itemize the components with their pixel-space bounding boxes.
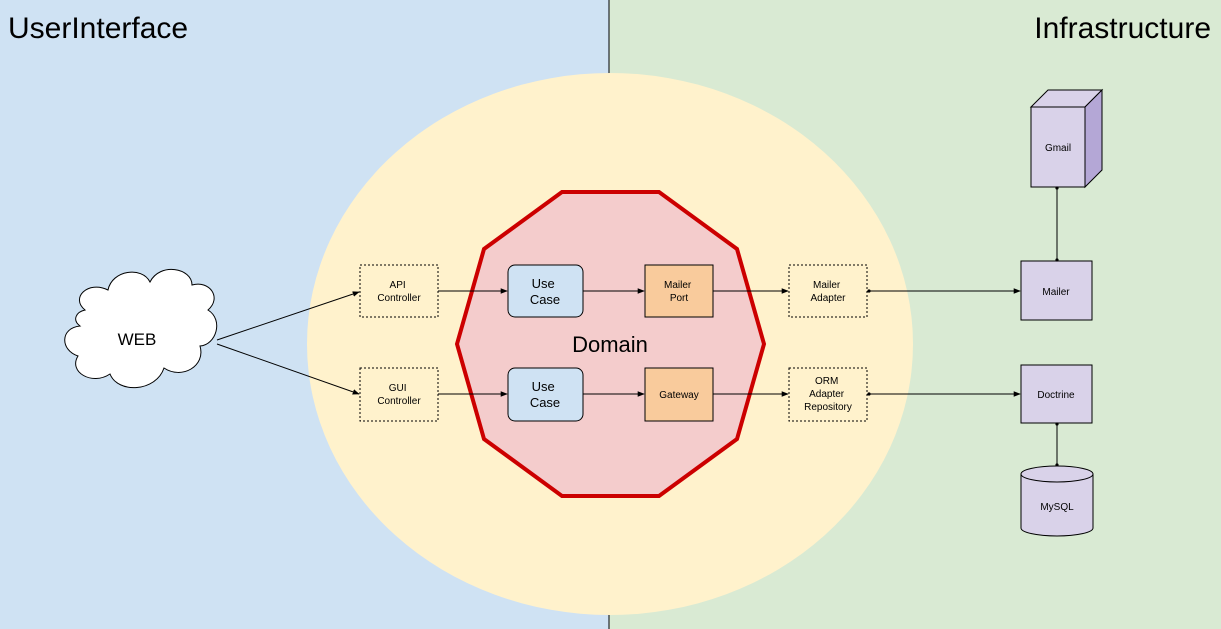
api-controller-line1: API — [390, 280, 406, 291]
gui-controller-line1: GUI — [389, 383, 407, 394]
gui-controller-node: GUI Controller — [359, 367, 439, 422]
gateway-node: Gateway — [644, 367, 714, 422]
use-case-bottom-line2: Case — [530, 395, 560, 410]
use-case-bottom-node: Use Case — [507, 367, 584, 422]
mysql-node: MySQL — [1020, 465, 1094, 537]
mysql-label: MySQL — [1040, 502, 1074, 513]
svg-text:API Controller: API Controller — [377, 280, 421, 304]
orm-adapter-line3: Repository — [804, 402, 852, 413]
gmail-label: Gmail — [1045, 143, 1071, 154]
edge-web-api — [216, 291, 360, 341]
svg-text:ORM Adapter Reposi: ORM Adapter Repository — [804, 376, 852, 413]
use-case-top-line1: Use — [532, 276, 555, 291]
orm-adapter-line2: Adapter — [809, 389, 845, 400]
svg-text:Mailer Adapter: Mailer Adapter — [810, 280, 846, 304]
doctrine-node: Doctrine — [1020, 364, 1093, 424]
use-case-top-node: Use Case — [507, 264, 584, 318]
orm-adapter-node: ORM Adapter Repository — [788, 367, 868, 422]
mailer-adapter-line2: Adapter — [810, 293, 846, 304]
mailer-adapter-node: Mailer Adapter — [788, 264, 868, 318]
svg-text:Mailer Port: Mailer Port — [664, 280, 694, 304]
web-cloud: WEB — [64, 268, 218, 388]
edge-web-gui — [216, 343, 360, 395]
domain-label: Domain — [572, 332, 648, 357]
orm-adapter-line1: ORM — [815, 376, 838, 387]
mailer-adapter-line1: Mailer — [813, 280, 841, 291]
mailer-label: Mailer — [1042, 287, 1070, 298]
svg-text:Use Case: Use Case — [530, 276, 560, 307]
doctrine-label: Doctrine — [1037, 390, 1075, 401]
mailer-node: Mailer — [1020, 260, 1093, 321]
gui-controller-line2: Controller — [377, 396, 421, 407]
mailer-port-line1: Mailer — [664, 280, 692, 291]
use-case-top-line2: Case — [530, 292, 560, 307]
api-controller-node: API Controller — [359, 264, 439, 318]
mailer-port-node: Mailer Port — [644, 264, 714, 318]
api-controller-line2: Controller — [377, 293, 421, 304]
gmail-node: Gmail — [1029, 88, 1104, 189]
web-label: WEB — [118, 330, 157, 349]
use-case-bottom-line1: Use — [532, 379, 555, 394]
svg-text:Use Case: Use Case — [530, 379, 560, 410]
gateway-label: Gateway — [659, 390, 698, 401]
svg-text:GUI Controller: GUI Controller — [377, 383, 421, 407]
mailer-port-line2: Port — [670, 293, 689, 304]
user-interface-title: UserInterface — [8, 12, 188, 45]
infrastructure-title: Infrastructure — [1034, 12, 1211, 45]
